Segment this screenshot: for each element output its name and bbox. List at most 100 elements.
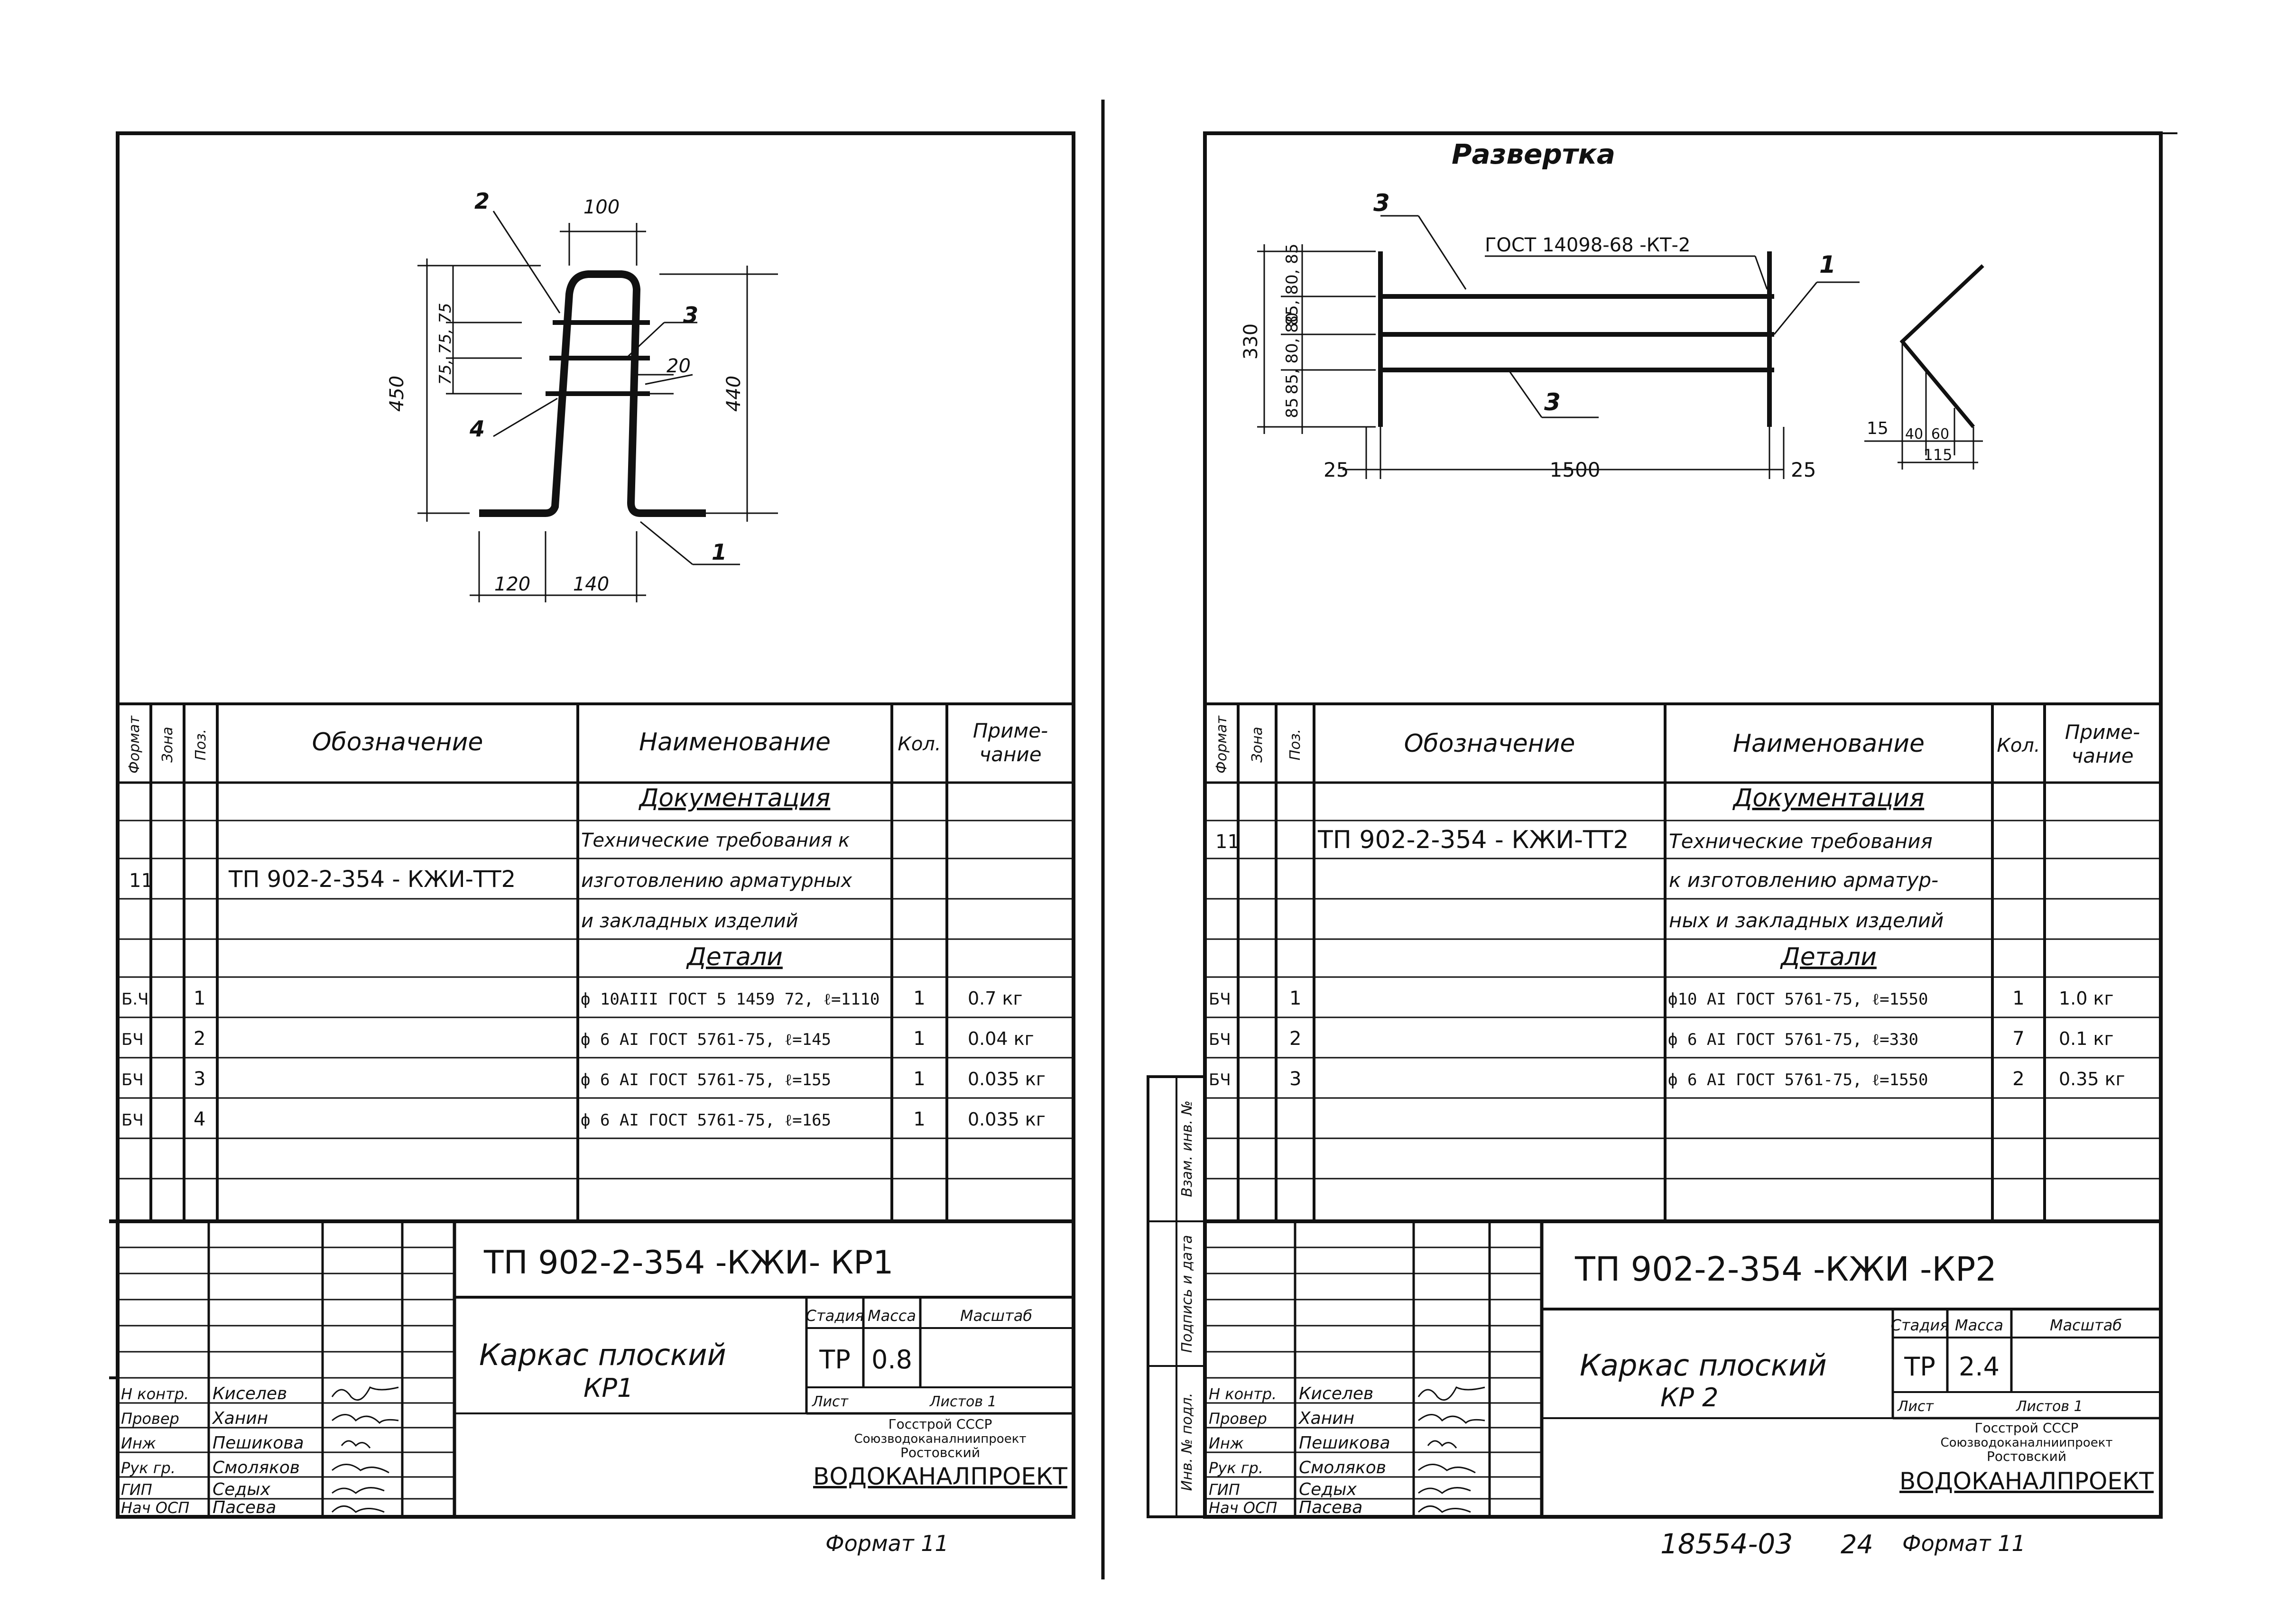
side-label-signature-date: Подпись и дата [1179, 1235, 1195, 1353]
row-note: 0.7 кг [968, 988, 1022, 1009]
org-1: Госстрой СССР [1975, 1420, 2079, 1436]
header-note-1: Приме- [2065, 720, 2140, 744]
role: Рук гр. [121, 1459, 176, 1477]
row-qty: 1 [913, 987, 925, 1009]
row-format: БЧ [1209, 1070, 1231, 1089]
org-4: ВОДОКАНАЛПРОЕКТ [1899, 1467, 2154, 1495]
doc-format: 11 [1215, 831, 1240, 853]
table-row: БЧ 2 ф 6 АI ГОСТ 5761-75, ℓ=330 7 0.1 кг [1209, 1028, 2113, 1050]
signatures [1417, 1386, 1485, 1513]
doc-line-2: изготовлению арматурных [581, 870, 852, 892]
pos-3-label-bottom: 3 [1544, 388, 1561, 416]
section-documentation: Документация [1732, 784, 1924, 812]
role: ГИП [121, 1481, 152, 1499]
right-side-strip: Взам. инв. № Подпись и дата Инв. № подл. [1179, 1100, 1195, 1491]
pos-3-label-top: 3 [1373, 189, 1390, 217]
left-spec-table: Формат Зона Поз. Обозначение Наименовани… [121, 715, 1048, 1130]
format-label: Формат 11 [825, 1531, 949, 1556]
dim-20: 20 [667, 355, 691, 377]
doc-line-3: ных и закладных изделий [1669, 909, 1944, 932]
mass-value: 2.4 [1959, 1352, 2000, 1382]
row-name: ф10 АI ГОСТ 5761-75, ℓ=1550 [1668, 990, 1928, 1009]
right-sheet [1147, 131, 2177, 1519]
row-pos: 4 [194, 1108, 205, 1130]
header-format: Формат [126, 715, 143, 774]
name: Седых [213, 1480, 271, 1499]
right-dimension-labels: Развертка ГОСТ 14098-68 -КТ-2 330 85, 80… [1240, 138, 1953, 481]
stage-value: ТР [819, 1345, 851, 1375]
drawing-title-1: Каркас плоский [1580, 1348, 1827, 1383]
sheet-number: 18554-03 [1660, 1528, 1793, 1560]
dim-1500: 1500 [1550, 458, 1601, 481]
row-format: Б.Ч [121, 990, 148, 1009]
name: Ханин [212, 1409, 268, 1428]
role: Провер [1209, 1410, 1267, 1428]
pos-1-label: 1 [1819, 251, 1836, 278]
role: Провер [121, 1410, 179, 1428]
right-title-block: ТП 902-2-354 -КЖИ -КР2 Каркас плоский КР… [1209, 1250, 2154, 1560]
header-note-2: чание [2071, 744, 2133, 767]
row-name: ф 6 АI ГОСТ 5761-75, ℓ=155 [581, 1070, 831, 1089]
page-number: 24 [1841, 1530, 1873, 1559]
pos-3-label: 3 [683, 302, 698, 328]
row-qty: 2 [2012, 1068, 2024, 1090]
name: Пешикова [1299, 1433, 1390, 1453]
dim-60: 60 [1931, 426, 1949, 443]
row-qty: 1 [2012, 987, 2024, 1009]
table-row: БЧ 1 ф10 АI ГОСТ 5761-75, ℓ=1550 1 1.0 к… [1209, 987, 2113, 1009]
sheet-header: Лист [1897, 1398, 1935, 1415]
doc-designation: ТП 902-2-354 - КЖИ-ТТ2 [228, 866, 516, 893]
row-note: 1.0 кг [2059, 988, 2113, 1009]
name: Киселев [1299, 1384, 1373, 1403]
section-documentation: Документация [639, 784, 830, 812]
org-3: Ростовский [900, 1445, 980, 1460]
right-rebar-drawing [1257, 215, 1984, 479]
row-name: ф 6 АI ГОСТ 5761-75, ℓ=165 [581, 1111, 831, 1130]
header-designation: Обозначение [1404, 729, 1575, 758]
left-dimension-labels: 100 75, 75, 75 450 440 20 120 140 2 3 4 … [386, 188, 745, 595]
row-pos: 2 [194, 1028, 205, 1050]
org-1: Госстрой СССР [889, 1416, 992, 1432]
row-note: 0.035 кг [968, 1069, 1046, 1089]
row-format: БЧ [121, 1070, 144, 1089]
razvertka-title: Развертка [1452, 138, 1615, 170]
dim-85-80-85: 85, 80, 85 [1283, 243, 1302, 325]
dim-25-left: 25 [1324, 458, 1349, 481]
doc-line-1: Технические требования к [581, 830, 850, 851]
doc-line-1: Технические требования [1669, 830, 1933, 853]
signature-names: Киселев Ханин Пешикова Смоляков Седых Па… [212, 1384, 304, 1517]
name: Ханин [1298, 1409, 1354, 1428]
row-pos: 3 [1289, 1068, 1301, 1090]
section-details: Детали [1780, 943, 1877, 971]
mass-header: Масса [868, 1307, 916, 1325]
dim-100: 100 [583, 196, 620, 218]
row-note: 0.1 кг [2059, 1028, 2113, 1049]
role: Н контр. [121, 1385, 189, 1403]
doc-line-3: и закладных изделий [581, 910, 798, 932]
name: Седых [1299, 1480, 1357, 1499]
pos-2-label: 2 [474, 188, 490, 214]
header-qty: Кол. [898, 733, 941, 755]
pos-4-label: 4 [469, 416, 485, 442]
row-name: ф 6 АI ГОСТ 5761-75, ℓ=1550 [1668, 1070, 1928, 1089]
sheet-header: Лист [812, 1393, 849, 1410]
dim-115: 115 [1923, 446, 1952, 464]
org-4: ВОДОКАНАЛПРОЕКТ [813, 1463, 1067, 1490]
role: Нач ОСП [121, 1499, 189, 1517]
header-pos: Поз. [1287, 729, 1304, 760]
role: Н контр. [1209, 1385, 1277, 1403]
section-details: Детали [686, 943, 783, 971]
drawing-code: ТП 902-2-354 -КЖИ -КР2 [1574, 1250, 1997, 1289]
header-qty: Кол. [1997, 735, 2040, 757]
dim-85-80-80: 85, 80, 80 [1283, 312, 1302, 394]
drawing-title-1: Каркас плоский [479, 1338, 726, 1372]
gost-label: ГОСТ 14098-68 -КТ-2 [1485, 234, 1690, 256]
header-zone: Зона [1249, 727, 1266, 763]
row-note: 0.35 кг [2059, 1069, 2125, 1089]
mass-header: Масса [1955, 1316, 2003, 1334]
header-note-2: чание [979, 743, 1041, 766]
side-label-inv-original: Инв. № подл. [1179, 1393, 1195, 1491]
dim-25-right: 25 [1791, 458, 1816, 481]
row-note: 0.04 кг [968, 1028, 1034, 1049]
